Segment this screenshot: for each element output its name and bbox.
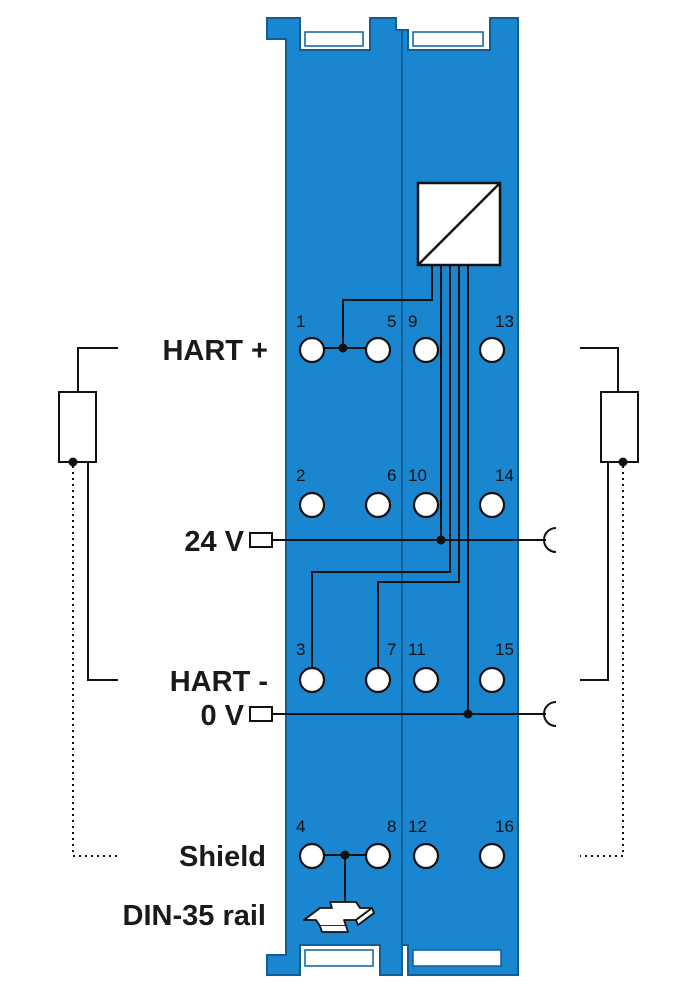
terminal-13[interactable] xyxy=(478,336,506,364)
terminal-number: 11 xyxy=(408,640,426,659)
terminal-number: 14 xyxy=(495,466,514,485)
resistor-icon-left xyxy=(58,391,97,463)
terminal-16[interactable] xyxy=(478,842,506,870)
terminal-number: 3 xyxy=(296,640,305,659)
right-field-device xyxy=(580,347,639,857)
signal-labels: HART + 24 V HART - 0 V Shield DIN-35 rai… xyxy=(123,335,268,932)
terminal-4[interactable] xyxy=(298,842,326,870)
terminal-number: 16 xyxy=(495,817,514,836)
label-hart-plus: HART + xyxy=(162,335,268,367)
junctions xyxy=(338,343,473,860)
terminal-1[interactable] xyxy=(298,336,326,364)
terminal-12[interactable] xyxy=(412,842,440,870)
terminal-2[interactable] xyxy=(298,491,326,519)
left-field-device xyxy=(58,347,118,857)
label-24v: 24 V xyxy=(184,526,244,558)
label-hart-minus: HART - xyxy=(170,666,268,698)
terminal-5[interactable] xyxy=(364,336,392,364)
terminal-number: 15 xyxy=(495,640,514,659)
terminal-7[interactable] xyxy=(364,666,392,694)
bottom-slot-left xyxy=(304,949,374,967)
label-shield: Shield xyxy=(179,841,266,873)
terminal-number: 6 xyxy=(387,466,396,485)
terminal-14[interactable] xyxy=(478,491,506,519)
terminal-number: 13 xyxy=(495,312,514,331)
terminal-8[interactable] xyxy=(364,842,392,870)
terminal-10[interactable] xyxy=(412,491,440,519)
top-slot-right xyxy=(412,31,484,47)
terminal-6[interactable] xyxy=(364,491,392,519)
terminal-number: 1 xyxy=(296,312,305,331)
label-din-rail: DIN-35 rail xyxy=(123,900,266,932)
terminal-9[interactable] xyxy=(412,336,440,364)
socket-icon-24v xyxy=(543,527,557,553)
resistor-icon-right xyxy=(600,391,639,463)
terminal-15[interactable] xyxy=(478,666,506,694)
label-0v: 0 V xyxy=(200,700,244,732)
terminal-number: 10 xyxy=(408,466,427,485)
bottom-slot-right xyxy=(412,949,502,967)
isolation-converter-icon xyxy=(416,181,502,267)
terminal-24v-box xyxy=(249,532,273,548)
socket-icon-0v xyxy=(543,701,557,727)
terminal-number: 8 xyxy=(387,817,396,836)
supply-lines xyxy=(249,527,557,727)
terminals xyxy=(298,336,506,870)
terminal-3[interactable] xyxy=(298,666,326,694)
terminal-number: 9 xyxy=(408,312,417,331)
terminal-number: 4 xyxy=(296,817,305,836)
terminal-number: 7 xyxy=(387,640,396,659)
terminal-numbers: 1 2 3 4 5 6 7 8 9 10 11 12 13 14 15 16 xyxy=(296,312,514,836)
din-rail-icon xyxy=(303,901,375,933)
module-left-half xyxy=(266,17,403,976)
terminal-11[interactable] xyxy=(412,666,440,694)
terminal-0v-box xyxy=(249,706,273,722)
terminal-number: 2 xyxy=(296,466,305,485)
terminal-number: 5 xyxy=(387,312,396,331)
top-slot-left xyxy=(304,31,364,47)
terminal-number: 12 xyxy=(408,817,427,836)
